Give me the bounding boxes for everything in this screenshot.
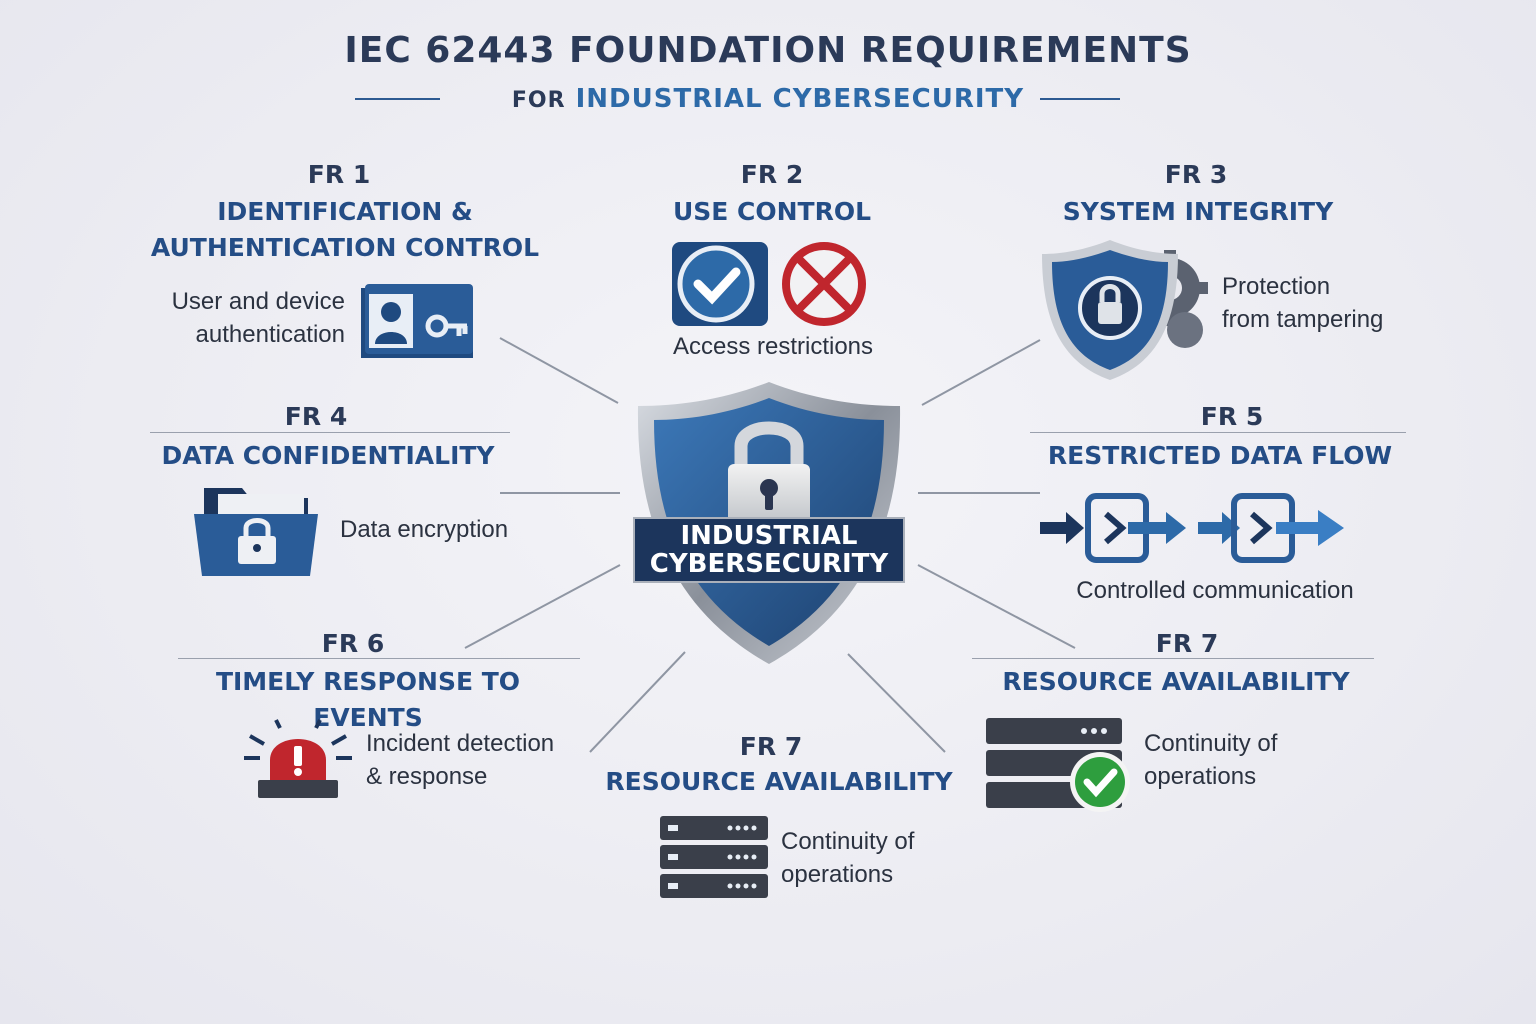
fr1-desc-line1: User and device (171, 288, 345, 315)
fr6-description: Incident detection & response (366, 727, 586, 793)
id-card-key-icon (361, 284, 473, 358)
fr7-right-description: Continuity of operations (1144, 727, 1344, 793)
fr7-right-divider (972, 658, 1374, 659)
fr7-bottom-name: RESOURCE AVAILABILITY (605, 767, 953, 796)
fr3-desc-line2: from tampering (1222, 306, 1384, 333)
fr2-name: USE CONTROL (672, 197, 872, 226)
subtitle-rule-right (1040, 98, 1120, 100)
fr3-desc-line1: Protection (1222, 273, 1331, 300)
fr6-name: TIMELY RESPONSE TO EVENTS (215, 667, 521, 732)
center-shield-icon (633, 382, 905, 664)
fr4-description: Data encryption (340, 516, 509, 543)
fr5-divider (1030, 432, 1406, 433)
connector-fr6 (464, 564, 621, 649)
fr5-name: RESTRICTED DATA FLOW (1047, 441, 1393, 470)
fr1-name-line1: IDENTIFICATION & (217, 197, 473, 226)
fr4-divider (150, 432, 510, 433)
fr7-bottom-desc-line1: Continuity of (781, 828, 915, 855)
data-flow-arrows-icon (1040, 493, 1344, 563)
center-shield-label: INDUSTRIAL CYBERSECURITY (640, 522, 898, 578)
check-and-deny-icons (672, 242, 866, 326)
fr7-right-name: RESOURCE AVAILABILITY (1002, 667, 1350, 696)
subtitle-prefix: FOR (511, 88, 566, 113)
fr1-number: FR 1 (307, 160, 371, 189)
fr6-number: FR 6 (321, 629, 385, 658)
fr1-name-line2: AUTHENTICATION CONTROL (150, 233, 540, 262)
fr4-name: DATA CONFIDENTIALITY (161, 441, 495, 470)
fr2-number: FR 2 (740, 160, 804, 189)
fr6-desc-line1: Incident detection (366, 730, 555, 757)
subtitle-rule-left (355, 98, 440, 100)
fr1-desc-line2: authentication (195, 321, 345, 348)
fr1-name: IDENTIFICATION & AUTHENTICATION CONTROL (135, 194, 555, 266)
page-title: IEC 62443 FOUNDATION REQUIREMENTS (344, 30, 1192, 71)
shield-gear-icon (1042, 240, 1208, 380)
connector-fr1 (499, 337, 619, 404)
connector-fr7-right-lower (847, 653, 946, 753)
subtitle-emphasis: INDUSTRIAL CYBERSECURITY (575, 84, 1025, 114)
server-stack-icon (660, 816, 768, 898)
fr7-bottom-description: Continuity of operations (781, 825, 981, 891)
fr7-bottom-number: FR 7 (739, 732, 803, 761)
fr7-right-desc-line1: Continuity of (1144, 730, 1278, 757)
center-label-line2: CYBERSECURITY (649, 549, 889, 579)
center-label-line1: INDUSTRIAL (680, 521, 858, 551)
fr2-description: Access restrictions (672, 333, 874, 360)
alarm-siren-icon (244, 719, 352, 798)
fr3-number: FR 3 (1164, 160, 1228, 189)
locked-folder-icon (194, 488, 318, 576)
fr1-description: User and device authentication (140, 285, 345, 351)
fr7-right-number: FR 7 (1155, 629, 1219, 658)
fr6-divider (178, 658, 580, 659)
connector-fr7-right (917, 564, 1076, 649)
fr7-bottom-desc-line2: operations (781, 861, 894, 888)
page-subtitle: FOR INDUSTRIAL CYBERSECURITY (0, 84, 1536, 114)
server-check-icon (986, 718, 1130, 812)
connector-fr7-bottom (589, 651, 686, 753)
fr3-name: SYSTEM INTEGRITY (1062, 197, 1334, 226)
fr5-description: Controlled communication (1076, 577, 1354, 604)
fr4-number: FR 4 (284, 402, 348, 431)
fr7-right-desc-line2: operations (1144, 763, 1257, 790)
fr6-desc-line2: & response (366, 763, 488, 790)
fr5-number: FR 5 (1200, 402, 1264, 431)
fr3-description: Protection from tampering (1222, 270, 1422, 336)
connector-fr3 (921, 339, 1041, 406)
